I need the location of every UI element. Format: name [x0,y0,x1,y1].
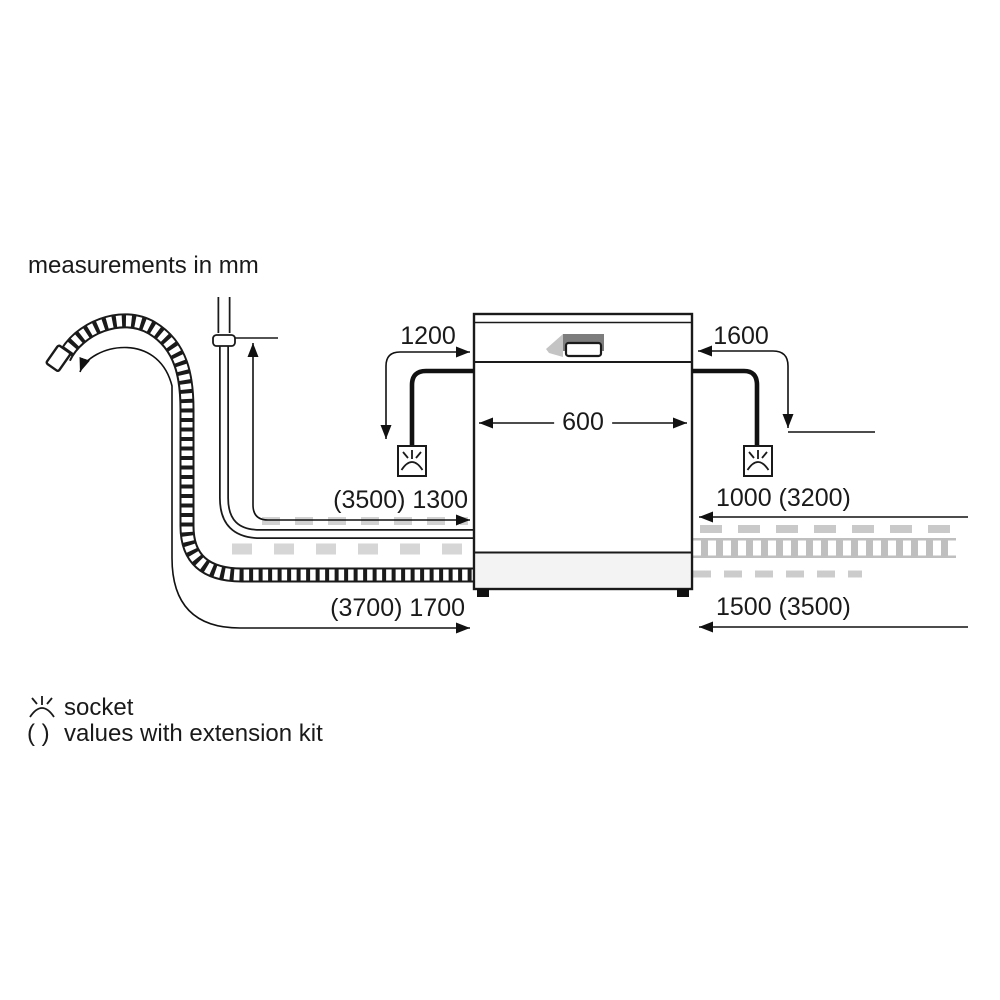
dim-label-socket-left: 1200 [400,322,456,350]
dim-label-supply-left: (3500) 1300 [333,486,468,514]
socket-icon [29,696,55,718]
dim-label-supply-right: 1000 (3200) [716,484,851,512]
drain-hose-end-fitting [45,344,72,373]
dimension-line-1600 [698,345,794,428]
foot-right [677,589,689,597]
door-handle [546,334,604,358]
tap-connector [212,334,236,347]
dim-label-socket-right: 1600 [713,322,769,350]
legend-socket-label: socket [64,694,134,721]
legend-extension-label: values with extension kit [64,720,323,747]
extension-hoses-right [693,525,960,578]
power-cable-right [692,368,760,445]
dimension-line-1200 [380,346,470,439]
socket-symbol-right [743,445,773,477]
power-cable-left [409,368,474,445]
foot-left [477,589,489,597]
dimension-line-1700 [79,346,470,634]
dimension-lines [79,343,968,634]
dim-label-width: 600 [554,410,612,435]
extension-kit-symbol: ( ) [27,720,50,747]
dim-label-drain-left: (3700) 1700 [330,594,465,622]
kick-plate [476,553,690,588]
dishwasher [472,312,694,597]
measurements-note: measurements in mm [28,252,259,279]
socket-symbol-left [397,445,427,477]
dim-label-drain-right: 1500 (3500) [716,593,851,621]
